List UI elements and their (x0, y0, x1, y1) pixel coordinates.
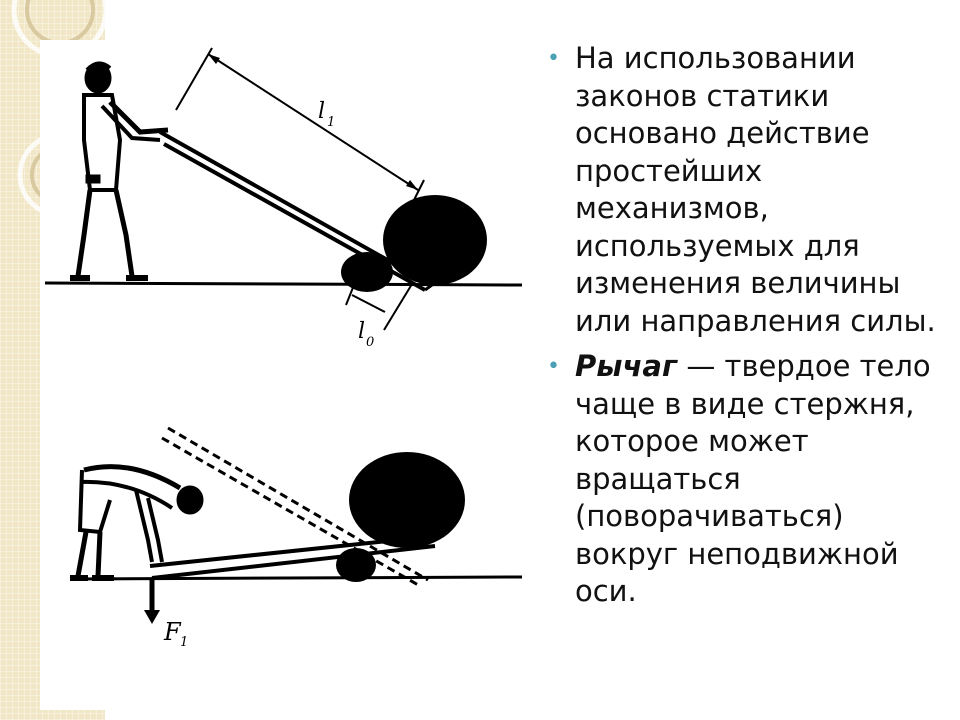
fulcrum-rock-top (341, 252, 393, 292)
bullet-text: На использовании законов статики основан… (575, 41, 936, 338)
bullet-item-lever: • Рычаг — твердое тело чаще в виде стерж… (545, 348, 950, 611)
bullet-marker: • (547, 354, 560, 379)
bullet-term-lever: Рычаг (575, 349, 678, 383)
person-pushing (70, 61, 169, 281)
bullet-text: — твердое тело чаще в виде стержня, кото… (575, 349, 931, 608)
text-content: • На использовании законов статики основ… (545, 40, 950, 619)
label-l1-subscript: 1 (327, 115, 335, 130)
person-bending (70, 464, 204, 581)
label-l0-subscript: 0 (366, 335, 374, 350)
label-f1-subscript: 1 (180, 635, 188, 650)
boulder-bottom (349, 452, 465, 548)
label-f1: F (163, 618, 182, 646)
bullet-item-statics: • На использовании законов статики основ… (545, 40, 950, 340)
lever-illustration: l 1 l 0 (40, 40, 530, 710)
top-scene: l 1 l 0 (44, 47, 523, 350)
label-l0: l (358, 319, 365, 344)
bottom-scene: F 1 (69, 426, 523, 650)
bullet-list: • На использовании законов статики основ… (545, 40, 950, 611)
label-l1: l (318, 99, 325, 124)
boulder-top (383, 195, 487, 285)
bullet-marker: • (547, 46, 560, 71)
